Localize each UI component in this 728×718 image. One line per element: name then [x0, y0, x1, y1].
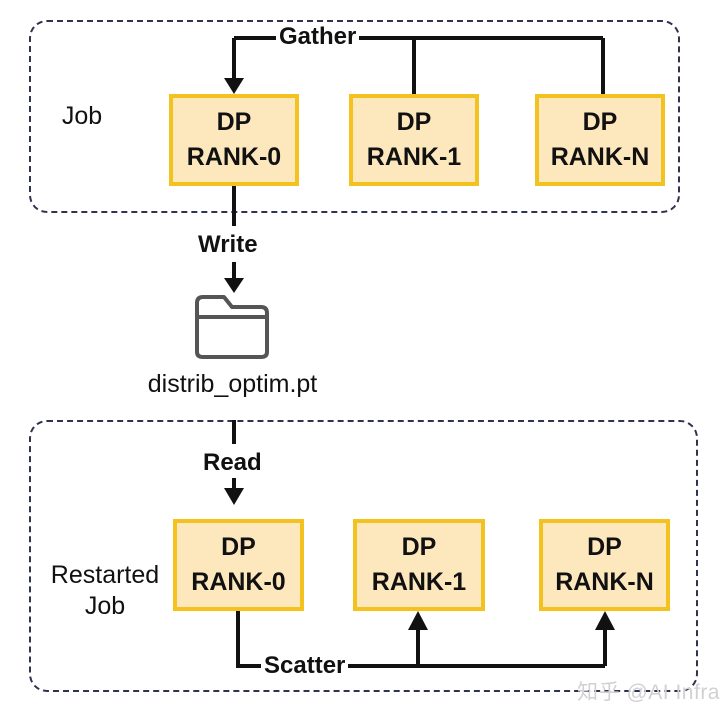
- checkpoint-file-name: distrib_optim.pt: [147, 370, 318, 398]
- read-label: Read: [200, 451, 265, 475]
- watermark: 知乎 @AI Infra: [577, 681, 720, 704]
- rank-line1: DP: [401, 532, 437, 561]
- folder-icon: [195, 295, 269, 359]
- scatter-arrow-icon-rank-1: [408, 611, 428, 630]
- restarted-job-label-line2: Job: [84, 592, 126, 621]
- scatter-label: Scatter: [261, 654, 349, 678]
- rank-line2: RANK-0: [186, 143, 282, 171]
- gather-line: [232, 36, 605, 94]
- rank-line2: RANK-1: [371, 568, 467, 596]
- write-label: Write: [195, 233, 261, 257]
- restarted-dp-rank-0-box: DP RANK-0: [173, 519, 304, 611]
- rank-line1: DP: [587, 532, 622, 561]
- restarted-job-label: Restarted Job: [44, 560, 166, 623]
- read-arrow-icon: [224, 488, 244, 505]
- rank-line1: DP: [216, 107, 252, 136]
- rank-line2: RANK-0: [191, 568, 286, 596]
- scatter-line: [236, 611, 607, 668]
- dp-rank-n-box: DP RANK-N: [535, 94, 665, 186]
- restarted-job-label-line1: Restarted: [50, 561, 160, 589]
- restarted-job-group-box: [29, 420, 698, 692]
- gather-arrow-icon: [224, 78, 244, 94]
- write-arrow-icon: [224, 278, 244, 293]
- job-group-box: [29, 20, 680, 213]
- scatter-arrow-icon-rank-n: [595, 611, 615, 630]
- job-label: Job: [61, 102, 103, 130]
- gather-label: Gather: [276, 25, 360, 49]
- rank-line2: RANK-N: [550, 143, 650, 171]
- rank-line2: RANK-1: [366, 143, 462, 171]
- rank-line1: DP: [582, 107, 618, 136]
- dp-rank-0-box: DP RANK-0: [169, 94, 299, 186]
- rank-line1: DP: [221, 532, 256, 561]
- dp-rank-1-box: DP RANK-1: [349, 94, 479, 186]
- rank-line2: RANK-N: [555, 568, 654, 596]
- restarted-dp-rank-n-box: DP RANK-N: [539, 519, 670, 611]
- rank-line1: DP: [396, 107, 432, 136]
- restarted-dp-rank-1-box: DP RANK-1: [353, 519, 485, 611]
